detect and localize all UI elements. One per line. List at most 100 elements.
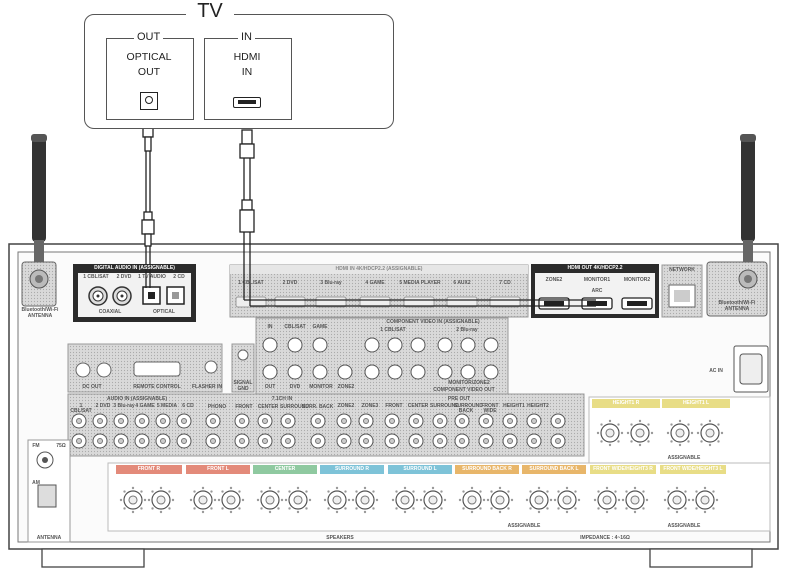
antenna-left xyxy=(21,134,57,307)
speaker-group-label: SURROUND L xyxy=(403,466,437,472)
antenna-right-label: Bluetooth/Wi-Fi ANTENNA xyxy=(718,300,756,312)
tv-hdmi-label-2: IN xyxy=(241,66,253,78)
dc-out-label: DC OUT xyxy=(82,384,102,390)
antenna-bottom-label: ANTENNA xyxy=(36,535,62,541)
speaker-group-label: FRONT R xyxy=(137,466,161,472)
hdmi-in-1: 1 CBL/SAT xyxy=(238,280,264,286)
hdmi-in-7: 7 CD xyxy=(499,280,511,286)
video-in-label-1: IN xyxy=(267,324,273,330)
hdmi-in-3: 3 Blu-ray xyxy=(320,280,342,286)
audio-in-sublabel: 1 CBL/SAT xyxy=(70,403,92,414)
pre-out-sublabel: HEIGHT1 xyxy=(503,403,525,409)
speaker-group-header xyxy=(388,465,452,474)
signal-gnd-label: SIGNAL GND xyxy=(233,380,253,392)
digital-input-2: 2 DVD xyxy=(116,274,132,280)
assignable-label-1: ASSIGNABLE xyxy=(507,523,541,529)
am-label: AM xyxy=(32,480,40,486)
phono-label: PHONO xyxy=(207,404,227,410)
speaker-group-label: CENTER xyxy=(274,466,296,472)
component-in-label: COMPONENT VIDEO IN (ASSIGNABLE) xyxy=(386,319,480,325)
video-in-label-3: GAME xyxy=(312,324,328,330)
fm-label: FM xyxy=(32,443,40,449)
tv-optical-label-2: OUT xyxy=(137,66,161,78)
audio-in-sublabel: 2 DVD xyxy=(95,403,111,409)
network-label: NETWORK xyxy=(669,267,695,273)
audio-in-label: AUDIO IN (ASSIGNABLE) xyxy=(107,396,167,402)
ch71-sublabel: FRONT xyxy=(235,404,253,410)
assignable-label-2: ASSIGNABLE xyxy=(667,523,701,529)
hdmi-in-label: HDMI IN 4K/HDCP2.2 (ASSIGNABLE) xyxy=(335,266,423,272)
hdmi-out-3: MONITOR2 xyxy=(623,277,651,283)
speaker-group-header xyxy=(590,465,656,474)
hdmi-in-5: 5 MEDIA PLAYER xyxy=(399,280,441,286)
speaker-group-label: FRONT WIDE/HEIGHT3 R xyxy=(593,466,653,472)
component-label-2: 2 Blu-ray xyxy=(456,327,478,333)
digital-input-3: 1 TV AUDIO xyxy=(138,274,166,280)
video-out-label-1: OUT xyxy=(264,384,276,390)
monitor-zone2-label: MONITOR/ZONE2 xyxy=(448,380,490,386)
tv-hdmi-port[interactable] xyxy=(233,97,261,108)
speaker-group-header xyxy=(660,465,726,474)
ch71-sublabel: SURROUND xyxy=(280,404,309,410)
optical-port-icon xyxy=(145,96,153,104)
pre-out-sublabel: CENTER xyxy=(407,403,429,409)
speaker-group-header xyxy=(320,465,384,474)
audio-in-sublabel: 4 GAME xyxy=(135,403,155,409)
speakers-label: SPEAKERS xyxy=(326,535,354,541)
speaker-group-header xyxy=(455,465,519,474)
ch71-sublabel: SURR. BACK xyxy=(302,404,334,410)
height-group-label: HEIGHT1 R xyxy=(612,400,640,406)
optical-label: OPTICAL xyxy=(153,309,175,315)
pre-out-label: PRE OUT xyxy=(447,396,471,402)
pre-out-sublabel: SURROUND xyxy=(430,403,459,409)
digital-audio-in-label: DIGITAL AUDIO IN (ASSIGNABLE) xyxy=(94,265,175,271)
hdmi-in-4: 4 GAME xyxy=(365,280,385,286)
speaker-group-header xyxy=(186,465,250,474)
antenna-left-label: Bluetooth/Wi-Fi ANTENNA xyxy=(21,307,59,319)
video-out-label-2: DVD xyxy=(289,384,301,390)
speaker-group-label: SURROUND BACK L xyxy=(529,466,579,472)
assignable-label-3: ASSIGNABLE xyxy=(667,455,701,461)
ac-in-label: AC IN xyxy=(709,368,723,374)
audio-in-sublabel: 3 Blu-ray xyxy=(113,403,135,409)
hdmi-cable xyxy=(239,129,596,307)
height-group-header xyxy=(662,399,730,408)
speaker-group-label: SURROUND R xyxy=(335,466,369,472)
receiver-foot-right xyxy=(649,548,753,568)
flasher-label: FLASHER IN xyxy=(192,384,222,390)
hdmi-in-2: 2 DVD xyxy=(282,280,298,286)
ch71-sublabel: CENTER xyxy=(257,404,279,410)
speaker-group-header xyxy=(116,465,182,474)
tv-title: TV xyxy=(186,0,234,23)
pre-out-sublabel: ZONE2 xyxy=(337,403,355,409)
ch71-label: 7.1CH IN xyxy=(271,396,293,402)
pre-out-sublabel: SURROUND BACK xyxy=(454,403,483,414)
antenna-right xyxy=(706,134,768,317)
component-label-1: 1 CBL/SAT xyxy=(380,327,406,333)
tv-optical-label-1: OPTICAL xyxy=(126,51,172,63)
video-in-label-2: CBL/SAT xyxy=(284,324,306,330)
component-out-label: COMPONENT VIDEO OUT xyxy=(433,387,495,393)
speaker-group-header xyxy=(522,465,586,474)
impedance-label: IMPEDANCE : 4~16Ω xyxy=(580,535,630,541)
hdmi-out-label: HDMI OUT 4K/HDCP2.2 xyxy=(567,265,623,271)
pre-out-sublabel: FRONT xyxy=(385,403,403,409)
pre-out-sublabel: HEIGHT2 xyxy=(527,403,549,409)
audio-in-sublabel: 6 CD xyxy=(182,403,194,409)
tv-in-label: IN xyxy=(238,31,255,43)
tv-out-label: OUT xyxy=(134,31,164,43)
hdmi-in-6: 6 AUX2 xyxy=(453,280,471,286)
hdmi-out-1: ZONE2 xyxy=(545,277,563,283)
height-group-header xyxy=(592,399,660,408)
speaker-group-header xyxy=(253,465,317,474)
pre-out-sublabel: ZONE3 xyxy=(361,403,379,409)
speaker-group-label: FRONT L xyxy=(207,466,229,472)
speaker-group-label: FRONT WIDE/HEIGHT3 L xyxy=(663,466,723,472)
height-group-label: HEIGHT1 L xyxy=(682,400,710,406)
tv-optical-port[interactable] xyxy=(140,92,158,110)
hdmi-out-2: MONITOR1 xyxy=(583,277,611,283)
receiver-foot-left xyxy=(41,548,145,568)
video-out-label-4: ZONE2 xyxy=(337,384,355,390)
speaker-group-label: SURROUND BACK R xyxy=(462,466,512,472)
